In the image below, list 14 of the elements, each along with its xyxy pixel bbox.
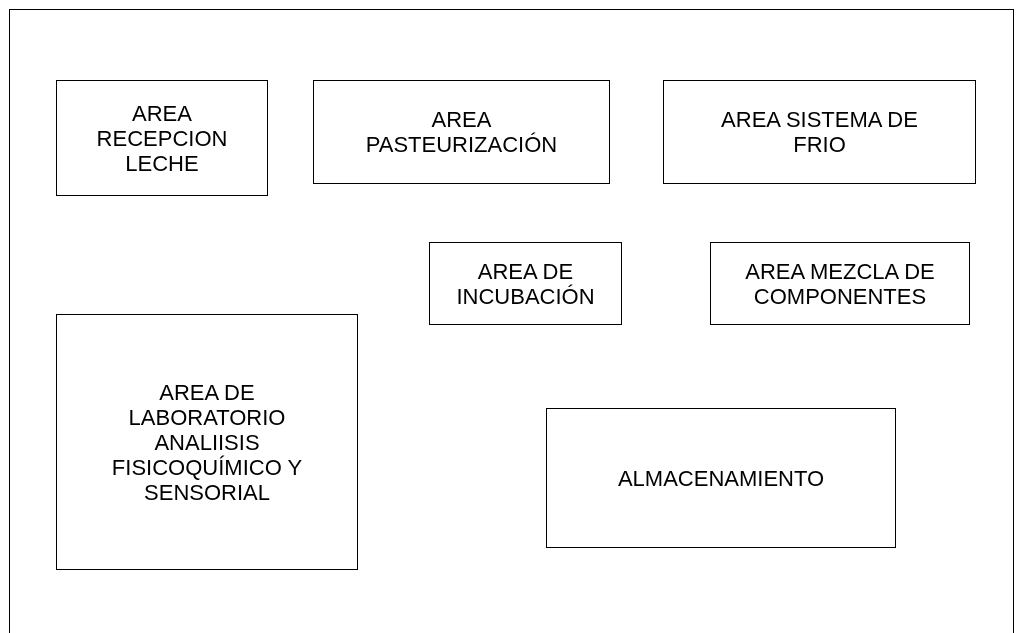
area-box (56, 314, 358, 570)
area-box (56, 80, 268, 196)
area-label: AREA DE LABORATORIO ANALIISIS FISICOQUÍMICO Y SENSORIAL (110, 379, 304, 505)
area-box (710, 242, 970, 325)
area-label: AREA RECEPCION LECHE (95, 100, 229, 176)
area-label: ALMACENAMIENTO (617, 465, 825, 491)
area-box (429, 242, 622, 325)
area-label: AREA MEZCLA DE COMPONENTES (744, 258, 936, 309)
area-label: AREA DE INCUBACIÓN (455, 258, 596, 309)
area-label: AREA PASTEURIZACIÓN (364, 107, 559, 157)
area-label: AREA SISTEMA DE FRIO (720, 107, 919, 157)
area-box (663, 80, 976, 184)
area-box (313, 80, 610, 184)
area-box (546, 408, 896, 548)
